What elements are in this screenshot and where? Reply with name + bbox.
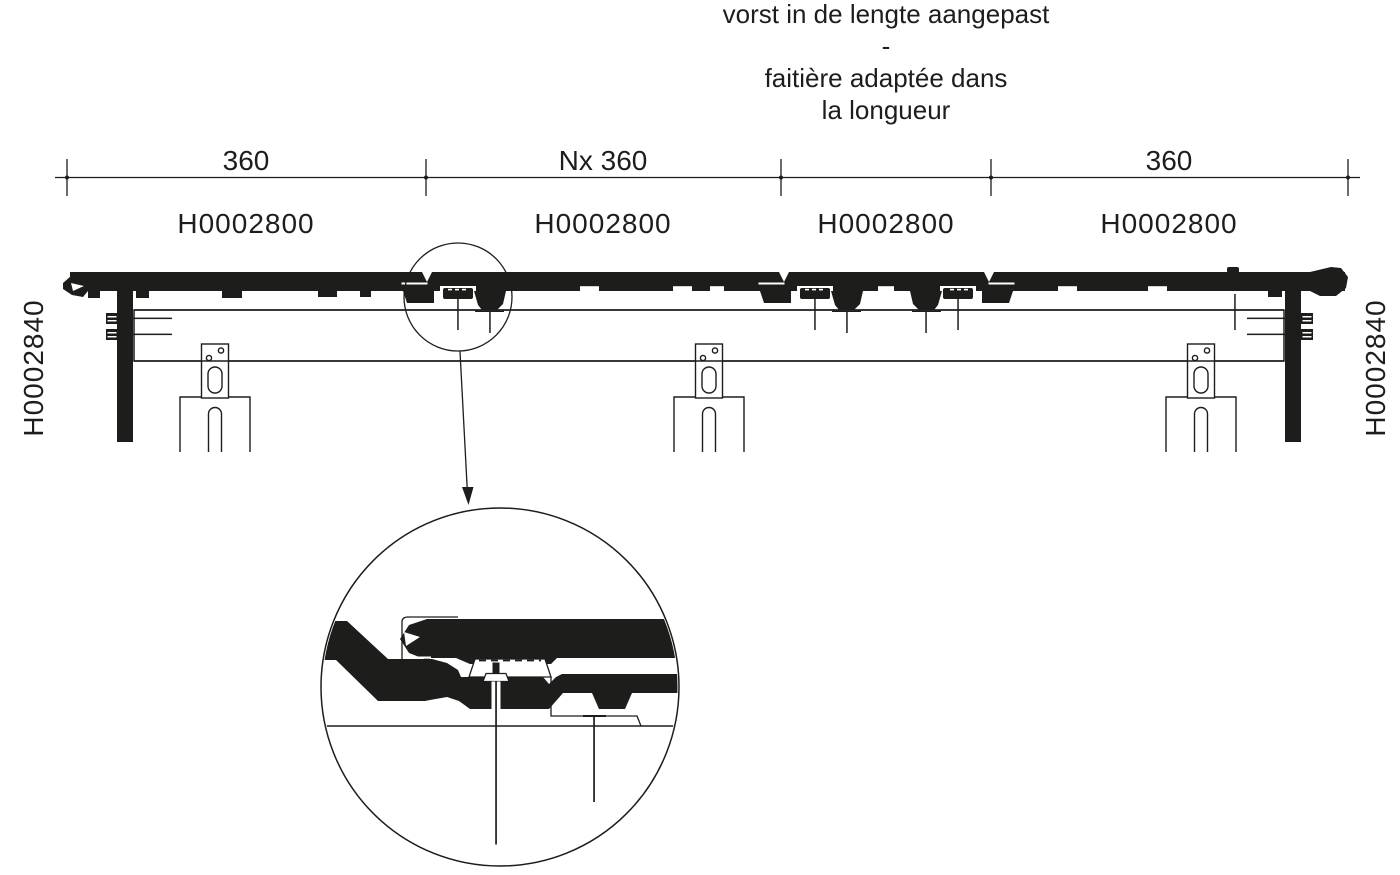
bracket-channel [1165, 396, 1237, 452]
detail-arrow-line [459, 351, 469, 495]
ridge-foot [136, 290, 149, 298]
bolt-thread [1302, 320, 1312, 322]
part-number-ridge-3: H0002800 [817, 208, 954, 239]
ridge-foot [88, 290, 100, 298]
dimension-values: 360 Nx 360 360 [223, 145, 1193, 176]
ridge-top-tab [1227, 267, 1239, 273]
support-bracket-left [179, 343, 251, 452]
ridge-foot [318, 290, 337, 297]
bolt-thread [107, 332, 117, 334]
note-line-french-2: la longueur [822, 95, 951, 125]
joint-screw-line [457, 299, 459, 330]
note-line-french-1: faitière adaptée dans [765, 63, 1008, 93]
tick-dots [65, 175, 1350, 180]
bracket-slot [701, 366, 717, 394]
bracket-channel-slot [207, 406, 223, 452]
bolt-shank-line [1247, 333, 1301, 336]
bolt-thread [1302, 316, 1312, 318]
joint-screw-line [489, 311, 491, 333]
detail-clamp [468, 658, 552, 678]
dimension-value-right: 360 [1146, 145, 1193, 176]
bracket-channel-slot [1193, 406, 1209, 452]
bolt-shank-line [118, 333, 172, 336]
dimension-value-left: 360 [223, 145, 270, 176]
detail-sheet-slit [402, 656, 431, 659]
end-plate-bar [117, 291, 133, 442]
part-number-row: H0002800 H0002800 H0002800 H0002800 [177, 208, 1237, 239]
detail-upper-end-notch [404, 632, 420, 646]
bolt-head [1301, 313, 1313, 324]
bracket-channel-slot [701, 406, 717, 452]
bolt-shank-line [1247, 317, 1301, 320]
bolt-head [106, 313, 118, 324]
bracket-plate [200, 343, 230, 399]
bracket-hole [1203, 347, 1211, 354]
detail-screw-shaft [495, 681, 497, 845]
bolt-thread [107, 320, 117, 322]
part-number-ridge-2: H0002800 [534, 208, 671, 239]
joint-trough [403, 291, 434, 303]
bolt-thread [1302, 336, 1312, 338]
dimension-chain [55, 159, 1360, 196]
ridge-foot [1268, 289, 1282, 297]
ridge-notches [580, 286, 1167, 292]
clamp-rib [455, 288, 459, 291]
detail-lower-profile [322, 621, 678, 709]
bracket-hole [711, 347, 719, 354]
part-number-ridge-1: H0002800 [177, 208, 314, 239]
clamp-rib [448, 288, 452, 291]
lap-joint [401, 272, 506, 333]
section-drawing [63, 242, 1348, 505]
bolt-thread [107, 316, 117, 318]
detail-washer [482, 672, 510, 683]
side-label-left: H0002840 [18, 299, 49, 436]
ridge-right-end [1310, 267, 1348, 296]
bracket-hole [217, 347, 225, 354]
bolt-head [1301, 329, 1313, 340]
end-plate-left [106, 291, 172, 442]
dimension-value-middle: Nx 360 [559, 145, 648, 176]
end-plate-right [1234, 290, 1313, 442]
length-adaptation-note: vorst in de lengte aangepast - faitière … [723, 0, 1050, 125]
bolt-thread [1302, 332, 1312, 334]
bracket-slot [207, 366, 223, 394]
support-bracket-right [1165, 343, 1237, 452]
ridge-foot [222, 290, 242, 298]
detail-indicator-circle [403, 242, 513, 352]
detail-upper-profile [400, 619, 678, 664]
screw-line [1234, 294, 1236, 330]
bolt-thread [107, 336, 117, 338]
note-line-dash: - [882, 31, 891, 61]
ridge-profile [63, 267, 1348, 333]
bracket-channel [673, 396, 745, 452]
joint-clamp [443, 288, 473, 299]
ridge-foot [360, 290, 371, 297]
bracket-slot [1193, 366, 1209, 394]
clamp-rib [462, 288, 466, 291]
joint-wedge-notch [422, 272, 432, 282]
detail-arrow-head [462, 487, 474, 505]
side-label-right: H0002840 [1360, 299, 1391, 436]
note-line-dutch: vorst in de lengte aangepast [723, 0, 1050, 29]
support-bracket-middle [673, 343, 745, 452]
detail-screw-head [492, 662, 500, 674]
joint-hook [474, 291, 506, 310]
detail-screw2-shaft [593, 716, 595, 802]
joint-sheet-slit [401, 282, 428, 285]
part-number-ridge-4: H0002800 [1100, 208, 1237, 239]
detail-sheet-line [401, 616, 458, 672]
end-plate-bar [1285, 290, 1301, 442]
detail-contents [322, 616, 678, 845]
bolt-shank-line [118, 317, 172, 320]
bracket-channel [179, 396, 251, 452]
ridge-left-end-notch [71, 283, 84, 291]
detail-view [320, 507, 680, 867]
ridge-band [70, 272, 1345, 291]
bolt-head [106, 329, 118, 340]
